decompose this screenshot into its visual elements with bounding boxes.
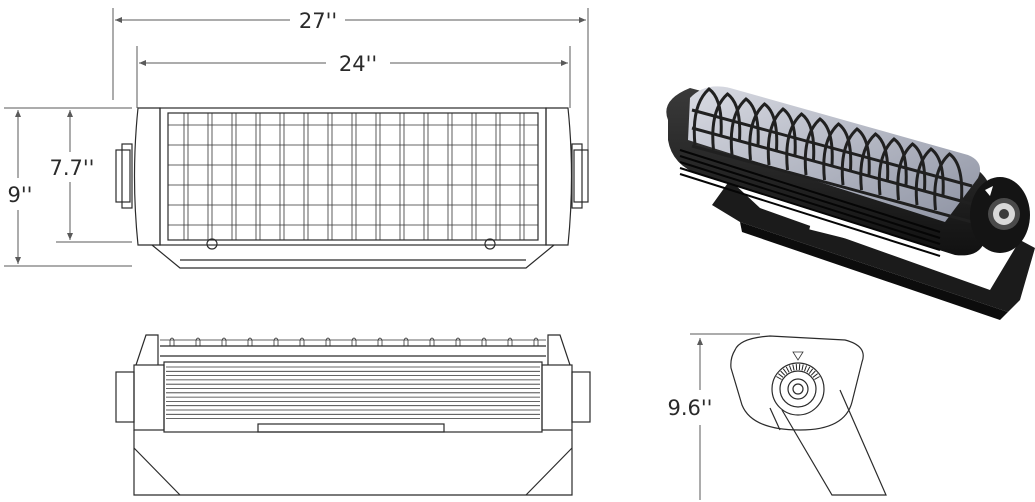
cage-rib (169, 337, 175, 346)
dial-tick (804, 365, 808, 372)
fixture-3d-render (666, 86, 1035, 320)
cage-rib (840, 127, 871, 186)
overall-width-label: 27'' (299, 9, 337, 33)
cage-rib (195, 337, 201, 346)
cage-rib (748, 102, 779, 161)
cage-rib (859, 132, 890, 191)
cage-rib (351, 337, 357, 346)
cage-rib (766, 107, 797, 166)
dimension-lens-width: 24'' (136, 46, 571, 108)
cage-rib (803, 117, 834, 176)
cage-rib (325, 337, 331, 346)
dial-tick (782, 368, 788, 374)
cage-rib (273, 337, 279, 346)
vent-slot (679, 161, 941, 245)
dial-tick (814, 376, 820, 380)
dial-tick (776, 376, 782, 380)
dimension-lens-height: 7.7'' (50, 110, 132, 243)
cage-rib (914, 147, 945, 206)
cage-rib (377, 337, 383, 346)
cage-rib (896, 142, 927, 201)
cage-rib (785, 112, 816, 171)
dial-tick (780, 370, 786, 376)
cage-rail (691, 108, 973, 188)
cage-rib (455, 337, 461, 346)
cage-rib (481, 337, 487, 346)
cage-rib (247, 337, 253, 346)
dial-tick (788, 365, 792, 372)
fixture-bottom-view-drawing (115, 334, 591, 496)
dial-tick (792, 364, 795, 371)
dial-tick (801, 364, 804, 371)
dimension-overall-height: 9'' (4, 107, 132, 267)
fixture-side-view-drawing: 9.6'' (668, 333, 887, 500)
vent-slot (679, 173, 941, 257)
dimension-overall-width: 27'' (112, 8, 589, 160)
cage-rib (533, 337, 539, 346)
cage-rail (691, 144, 973, 224)
dial-tick (777, 373, 784, 378)
cage-rib (429, 337, 435, 346)
dial-tick (808, 368, 814, 374)
cage-rib (822, 122, 853, 181)
vent-slot (679, 149, 941, 233)
side-height-label: 9.6'' (668, 396, 713, 420)
fixture-front-view-drawing (115, 107, 589, 269)
cage-rib (221, 337, 227, 346)
cage-rib (403, 337, 409, 346)
dial-tick (812, 373, 819, 378)
dial-tick (810, 370, 816, 376)
lens-width-label: 24'' (339, 52, 377, 76)
dial-tick (806, 366, 811, 373)
cage-rib (933, 152, 964, 211)
cage-rib (877, 137, 908, 196)
dial-tick (785, 366, 790, 373)
cage-rib (507, 337, 513, 346)
cage-rail (691, 126, 973, 206)
vent-slot (679, 155, 941, 239)
overall-height-label: 9'' (8, 183, 33, 207)
vent-slot (679, 167, 941, 251)
lens-height-label: 7.7'' (50, 156, 95, 180)
cage-rib (299, 337, 305, 346)
